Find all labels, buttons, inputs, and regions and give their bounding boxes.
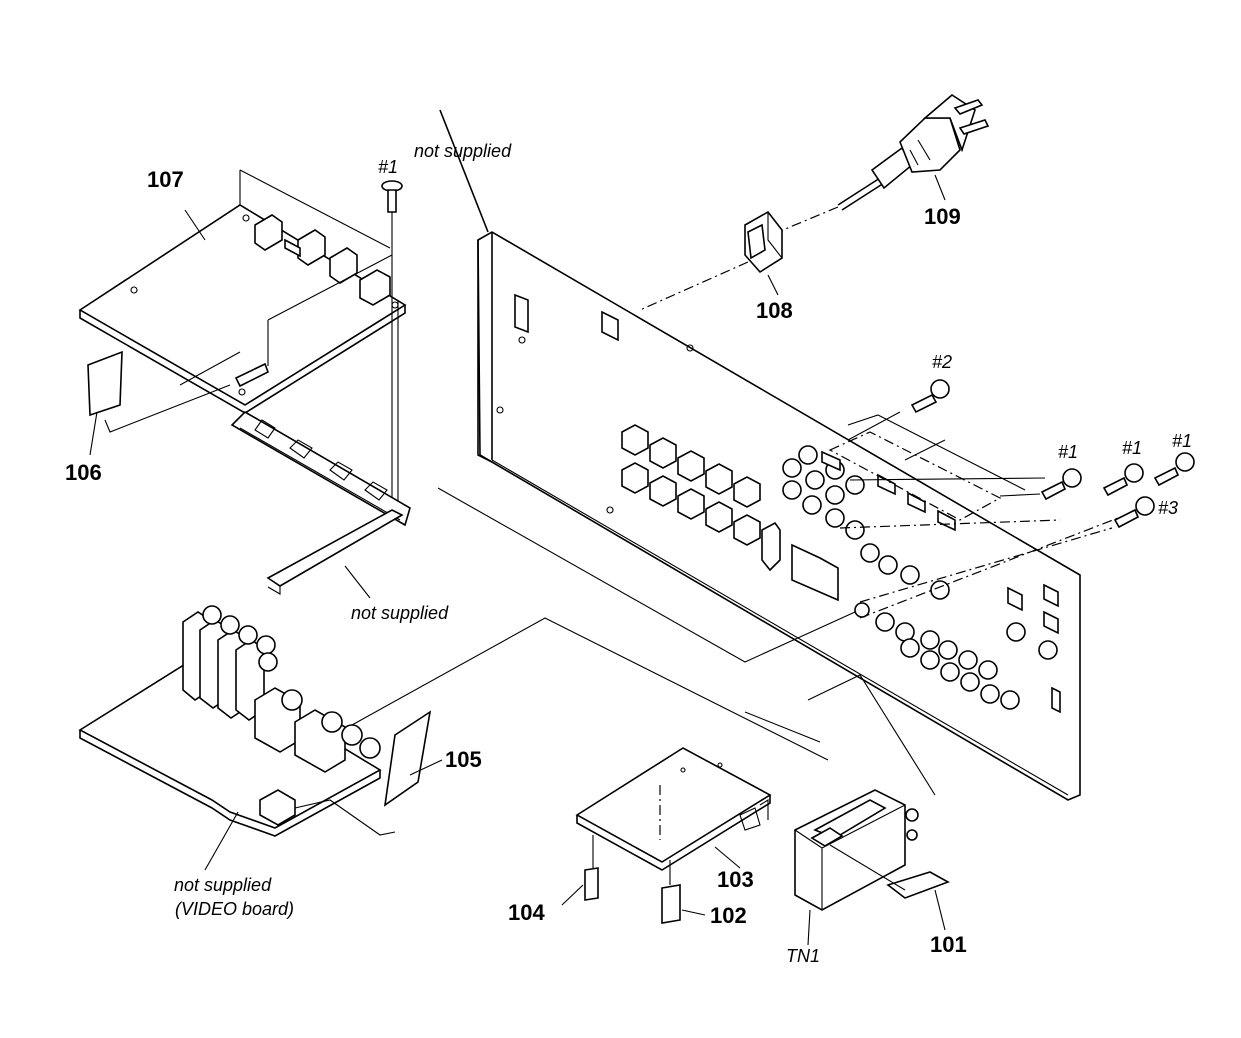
video-note-leader [204, 811, 239, 871]
screw-1-b [1040, 468, 1082, 501]
rca-jacks [782, 445, 1058, 710]
label-101: 101 [930, 932, 967, 957]
tag-102-leader [681, 909, 706, 916]
inlet-108-leader [767, 274, 779, 296]
label-104: 104 [508, 900, 545, 925]
bracket-guide [437, 487, 856, 663]
power-cord-109 [837, 94, 990, 211]
video-board [78, 605, 382, 837]
label-103: 103 [717, 867, 754, 892]
label-tn1: TN1 [786, 946, 820, 966]
label-106: 106 [65, 460, 102, 485]
bracket-note-leader [344, 565, 371, 599]
cable-105 [383, 710, 432, 807]
board-107-leader [184, 209, 206, 241]
board-103-guide [744, 711, 821, 743]
cable-105-leader [409, 759, 443, 776]
label-108: 108 [756, 298, 793, 323]
label-screw-1a: #1 [378, 157, 398, 177]
label-105: 105 [445, 747, 482, 772]
ac-inlet-108 [744, 210, 783, 274]
video-board-guide [351, 617, 829, 761]
tag-102 [661, 860, 681, 924]
screw-2 [910, 379, 950, 414]
assembly-guides [839, 414, 1119, 619]
board-103-leader [714, 846, 741, 869]
note-not-supplied-bracket: not supplied [351, 603, 449, 623]
inlet-leader [639, 261, 749, 311]
note-not-supplied-video-2: (VIDEO board) [175, 899, 294, 919]
tn1-unit [794, 789, 919, 911]
screw-3 [1113, 496, 1155, 529]
screw-1-d [1153, 452, 1195, 487]
board-103 [575, 747, 772, 871]
tn1-guide [807, 674, 936, 796]
bracket [230, 410, 411, 595]
tag-104 [584, 835, 599, 901]
cable-106 [87, 350, 231, 433]
cord-leader [777, 206, 839, 233]
cord-109-leader [934, 174, 946, 201]
label-107: 107 [147, 167, 184, 192]
video-board-cable [294, 799, 396, 836]
tag-101 [829, 844, 950, 899]
label-screw-2: #2 [932, 352, 952, 372]
cable-106-leader [89, 411, 98, 456]
panel-note-leader [439, 109, 489, 233]
label-screw-1b: #1 [1058, 442, 1078, 462]
screw-2-leader [847, 411, 901, 441]
board-107 [78, 169, 407, 414]
label-screw-3: #3 [1158, 498, 1178, 518]
note-not-supplied-video-1: not supplied [174, 875, 272, 895]
note-not-supplied-panel: not supplied [414, 141, 512, 161]
label-109: 109 [924, 204, 961, 229]
label-102: 102 [710, 903, 747, 928]
speaker-terminals [621, 424, 781, 572]
label-screw-1d: #1 [1172, 431, 1192, 451]
tn1-leader [807, 909, 811, 946]
tag-104-leader [561, 884, 584, 906]
screw-1-c [1102, 463, 1144, 497]
label-screw-1c: #1 [1122, 438, 1142, 458]
rear-panel [477, 231, 1081, 801]
tag-101-leader [934, 889, 946, 931]
screw-1-a [381, 180, 403, 505]
